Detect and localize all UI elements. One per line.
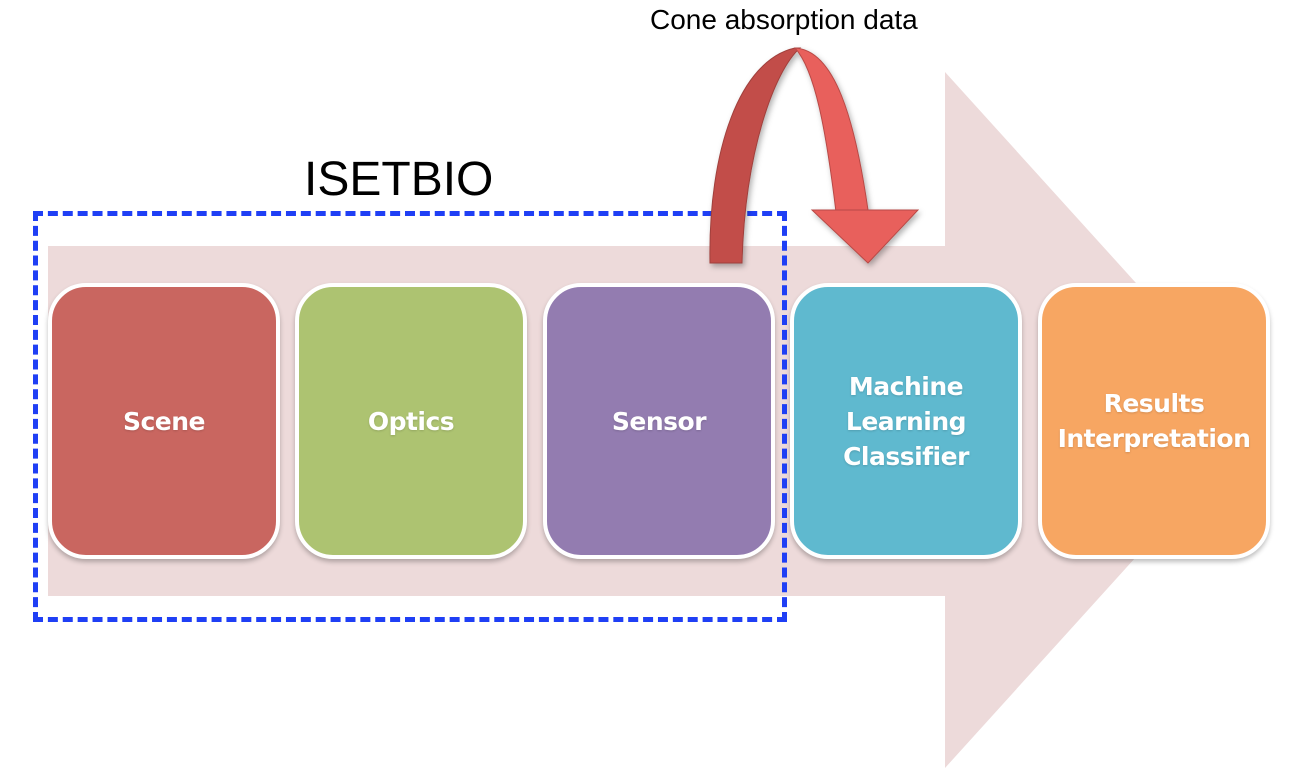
curved-arrow-right-band bbox=[793, 47, 869, 213]
stage-optics-label: Optics bbox=[367, 406, 455, 436]
stage-classifier-label: Machine Learning Classifier bbox=[843, 371, 969, 471]
stage-scene-label: Scene bbox=[122, 406, 206, 436]
stage-optics: Optics bbox=[295, 283, 527, 559]
curved-arrow-head bbox=[810, 209, 920, 264]
stage-scene: Scene bbox=[48, 283, 280, 559]
stage-results: Results Interpretation bbox=[1038, 283, 1270, 559]
stage-sensor: Sensor bbox=[543, 283, 775, 559]
isetbio-group-boundary bbox=[33, 211, 787, 622]
stage-classifier: Machine Learning Classifier bbox=[790, 283, 1022, 559]
stage-results-label: Results Interpretation bbox=[1057, 389, 1251, 453]
cone-absorption-label: Cone absorption data bbox=[650, 4, 918, 35]
stage-sensor-label: Sensor bbox=[611, 406, 707, 436]
curved-arrow-left-band bbox=[709, 47, 802, 264]
isetbio-group-label: ISETBIO bbox=[304, 153, 494, 206]
